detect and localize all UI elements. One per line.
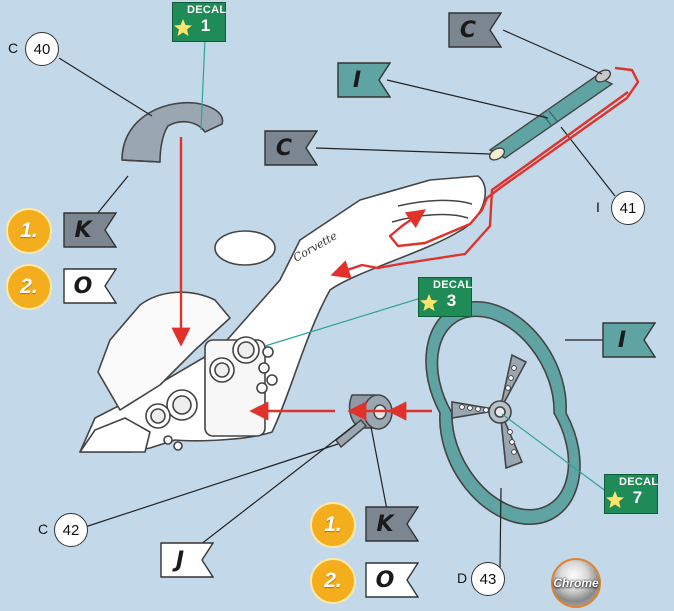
paint-flag-o-upper: O (63, 268, 117, 304)
decal-word: DECAL (187, 4, 224, 16)
part-42-callout: 42 (54, 513, 88, 547)
paint-code: K (365, 512, 405, 537)
paint-flag-c-mid: C (264, 130, 318, 166)
part-42-prefix: C (38, 521, 48, 537)
chrome-paint-icon: Chrome (551, 558, 601, 608)
part-40-prefix: C (8, 40, 18, 56)
step-1-badge-upper: 1. (6, 208, 52, 254)
decal-word: DECAL (433, 279, 470, 291)
paint-code: K (63, 218, 103, 243)
step-2-badge-lower: 2. (310, 558, 356, 604)
part-41-callout: 41 (611, 191, 645, 225)
part-43-callout: 43 (471, 562, 505, 596)
paint-code: I (602, 328, 642, 353)
decal-word: DECAL (619, 476, 656, 488)
step-1-badge-lower: 1. (310, 502, 356, 548)
paint-code: O (63, 274, 103, 299)
paint-flag-c-top: C (448, 12, 502, 48)
paint-flag-i-tube: I (337, 62, 391, 98)
paint-code: C (264, 136, 304, 161)
decal-number: 7 (619, 488, 656, 508)
paint-code: J (160, 548, 200, 573)
paint-flag-o-lower: O (365, 562, 419, 598)
decal-7-tag: DECAL 7 (604, 474, 658, 514)
paint-flag-i-wheel: I (602, 322, 656, 358)
steering-wheel-part (426, 302, 580, 525)
paint-flag-j-lower: J (160, 542, 214, 578)
paint-code: I (337, 68, 377, 93)
decal-1-tag: DECAL 1 (172, 2, 226, 42)
paint-flag-k-upper: K (63, 212, 117, 248)
leader-lines (59, 30, 615, 568)
gauge-cover-part (122, 103, 223, 162)
decal-number: 3 (433, 291, 470, 311)
part-41-prefix: I (596, 199, 600, 215)
part-43-prefix: D (457, 570, 467, 586)
part-40-callout: 40 (25, 32, 59, 66)
steering-hub-part (336, 395, 392, 447)
step-2-badge-upper: 2. (6, 264, 52, 310)
paint-code: C (448, 18, 488, 43)
decal-number: 1 (187, 16, 224, 36)
decal-3-tag: DECAL 3 (418, 277, 472, 317)
paint-code: O (365, 568, 405, 593)
paint-flag-k-lower: K (365, 506, 419, 542)
